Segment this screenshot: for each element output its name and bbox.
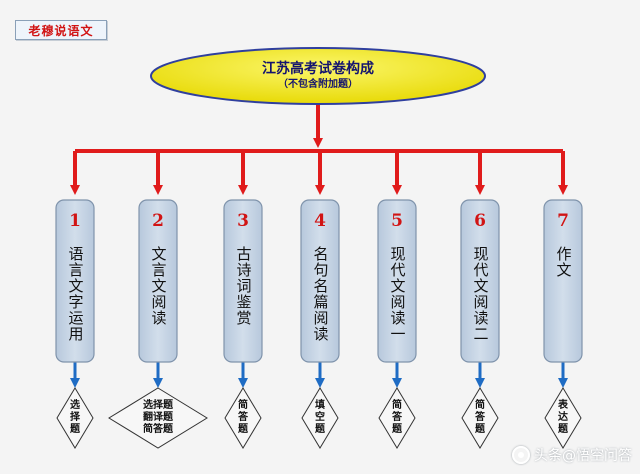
answer-type-diamond-2 bbox=[108, 387, 208, 449]
answer-type-diamond-3 bbox=[224, 387, 262, 449]
watermark-text: 头条@悟空问答 bbox=[534, 448, 632, 464]
answer-type-diamond-5 bbox=[378, 387, 416, 449]
section-box-3 bbox=[223, 199, 263, 363]
root-node bbox=[150, 47, 486, 105]
watermark: 头条@悟空问答 bbox=[512, 443, 632, 467]
wukong-logo-icon bbox=[512, 446, 530, 464]
section-box-2 bbox=[138, 199, 178, 363]
brand-tag: 老穆说语文 bbox=[15, 20, 107, 40]
section-box-5 bbox=[377, 199, 417, 363]
answer-type-diamond-4 bbox=[301, 387, 339, 449]
answer-type-diamond-1 bbox=[56, 387, 94, 449]
answer-type-diamond-6 bbox=[461, 387, 499, 449]
section-box-7 bbox=[543, 199, 583, 363]
section-box-1 bbox=[55, 199, 95, 363]
section-box-6 bbox=[460, 199, 500, 363]
answer-type-diamond-7 bbox=[544, 387, 582, 449]
section-box-4 bbox=[300, 199, 340, 363]
